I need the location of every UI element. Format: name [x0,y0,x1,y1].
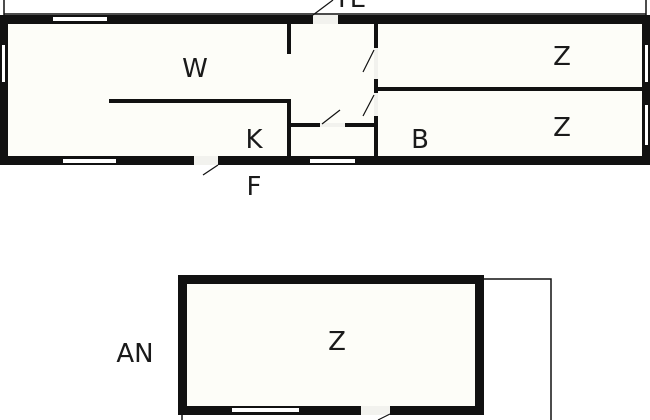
door-bathroom[interactable] [320,123,345,127]
window [53,17,107,21]
window [310,159,355,163]
window [2,45,5,82]
annex-walls [178,275,484,415]
label-kitchen: K [245,125,263,155]
door-terrace[interactable] [313,15,338,24]
window [645,105,648,145]
window [63,159,116,163]
door-openings [194,15,378,165]
annex-window [232,408,299,412]
label-entrance: F [247,172,262,202]
door-entrance[interactable] [194,156,218,165]
annex-door-swing [377,413,391,420]
label-bedroom-2: Z [553,113,571,143]
label-bathroom: B [411,125,429,155]
label-terrace: TE [333,0,366,14]
label-annex-room: Z [328,327,346,357]
annex-floor [182,279,480,411]
window [645,45,648,82]
label-annex: AN [116,339,153,369]
label-living: W [182,54,208,84]
terrace-outline [3,0,647,15]
annex-door[interactable] [361,406,390,415]
windows [2,17,648,163]
label-bedroom-1: Z [553,42,571,72]
door-bedroom-1[interactable] [374,48,378,79]
door-swings [202,0,375,176]
door-bedroom-2[interactable] [374,93,378,116]
